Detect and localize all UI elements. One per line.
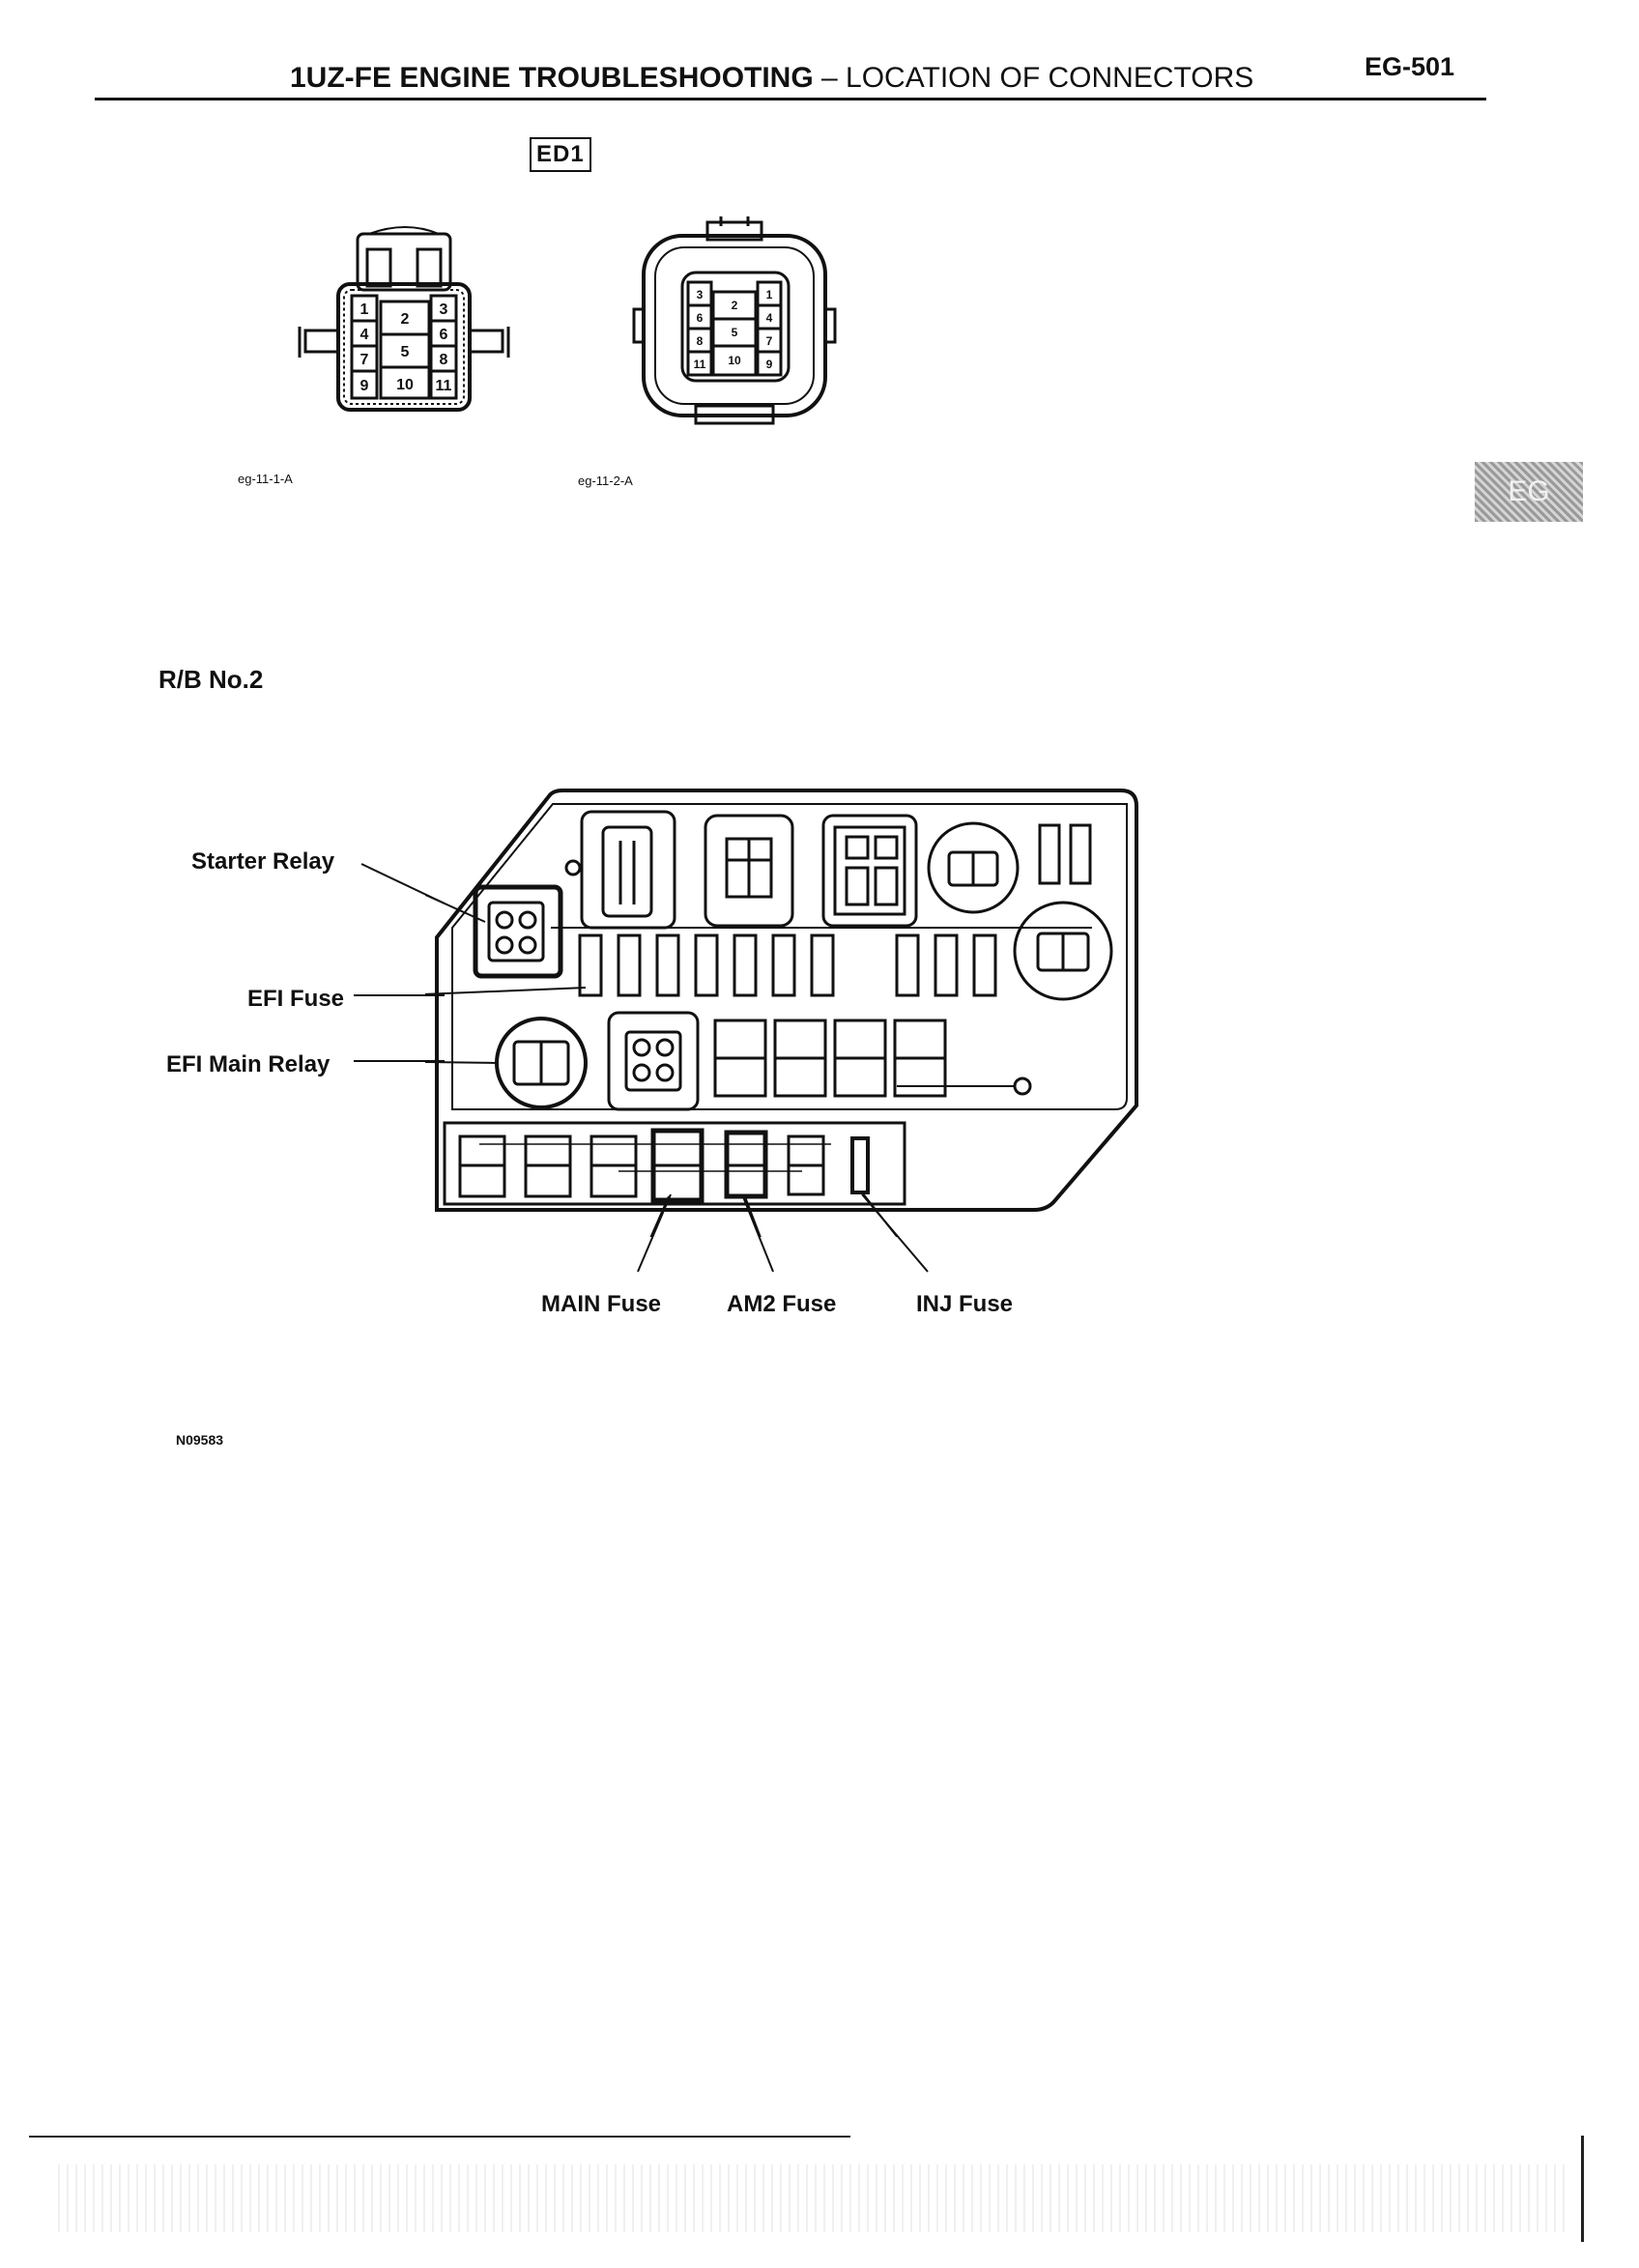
left-pin-6: 6 <box>440 327 448 343</box>
right-connector-diagram: 3 2 1 6 5 4 8 7 10 11 9 <box>632 216 837 425</box>
leader-lines-left <box>354 863 445 1062</box>
right-pin-10: 10 <box>728 354 741 367</box>
left-connector-diagram: 1 2 3 4 5 6 7 8 9 10 11 <box>298 226 510 412</box>
left-pin-10: 10 <box>396 377 414 393</box>
left-pin-2: 2 <box>401 311 410 328</box>
label-efi-fuse: EFI Fuse <box>247 986 345 1012</box>
scan-noise <box>58 2165 1566 2232</box>
label-starter-relay: Starter Relay <box>191 848 335 875</box>
figure-code: N09583 <box>176 1432 224 1448</box>
left-pin-9: 9 <box>360 378 369 394</box>
label-inj-fuse: INJ Fuse <box>916 1291 1014 1317</box>
relay-block-diagram <box>425 789 1138 1237</box>
right-pin-5: 5 <box>732 326 738 339</box>
footer-side-rule <box>1581 2136 1584 2242</box>
page-number: EG-501 <box>1365 52 1455 81</box>
right-connector-caption: eg-11-2-A <box>578 474 633 488</box>
right-pin-2: 2 <box>732 299 738 312</box>
right-pin-8: 8 <box>697 334 704 348</box>
left-pin-8: 8 <box>440 352 448 368</box>
page-title: 1UZ-FE ENGINE TROUBLESHOOTING – LOCATION… <box>290 62 1254 94</box>
left-pin-11: 11 <box>436 378 452 394</box>
right-pin-4: 4 <box>766 311 773 325</box>
left-pin-3: 3 <box>440 301 448 318</box>
left-pin-1: 1 <box>360 301 369 318</box>
label-main-fuse: MAIN Fuse <box>541 1291 662 1317</box>
right-pin-7: 7 <box>766 334 773 348</box>
right-pin-11: 11 <box>694 358 706 371</box>
relay-block-title: R/B No.2 <box>158 665 264 694</box>
right-pin-1: 1 <box>766 288 773 301</box>
section-tab: EG <box>1475 462 1583 522</box>
header-rule <box>95 98 1486 100</box>
left-pin-5: 5 <box>401 344 410 360</box>
right-pin-9: 9 <box>766 358 773 371</box>
footer-rule <box>29 2136 850 2138</box>
left-connector-caption: eg-11-1-A <box>238 472 293 486</box>
left-pin-7: 7 <box>360 352 369 368</box>
left-pin-4: 4 <box>360 327 369 343</box>
label-am2-fuse: AM2 Fuse <box>727 1291 837 1317</box>
connector-code-label: ED1 <box>530 137 591 172</box>
leader-lines-bottom <box>637 1194 929 1273</box>
label-efi-main-relay: EFI Main Relay <box>166 1051 331 1077</box>
right-pin-3: 3 <box>697 288 704 301</box>
right-pin-6: 6 <box>697 311 704 325</box>
